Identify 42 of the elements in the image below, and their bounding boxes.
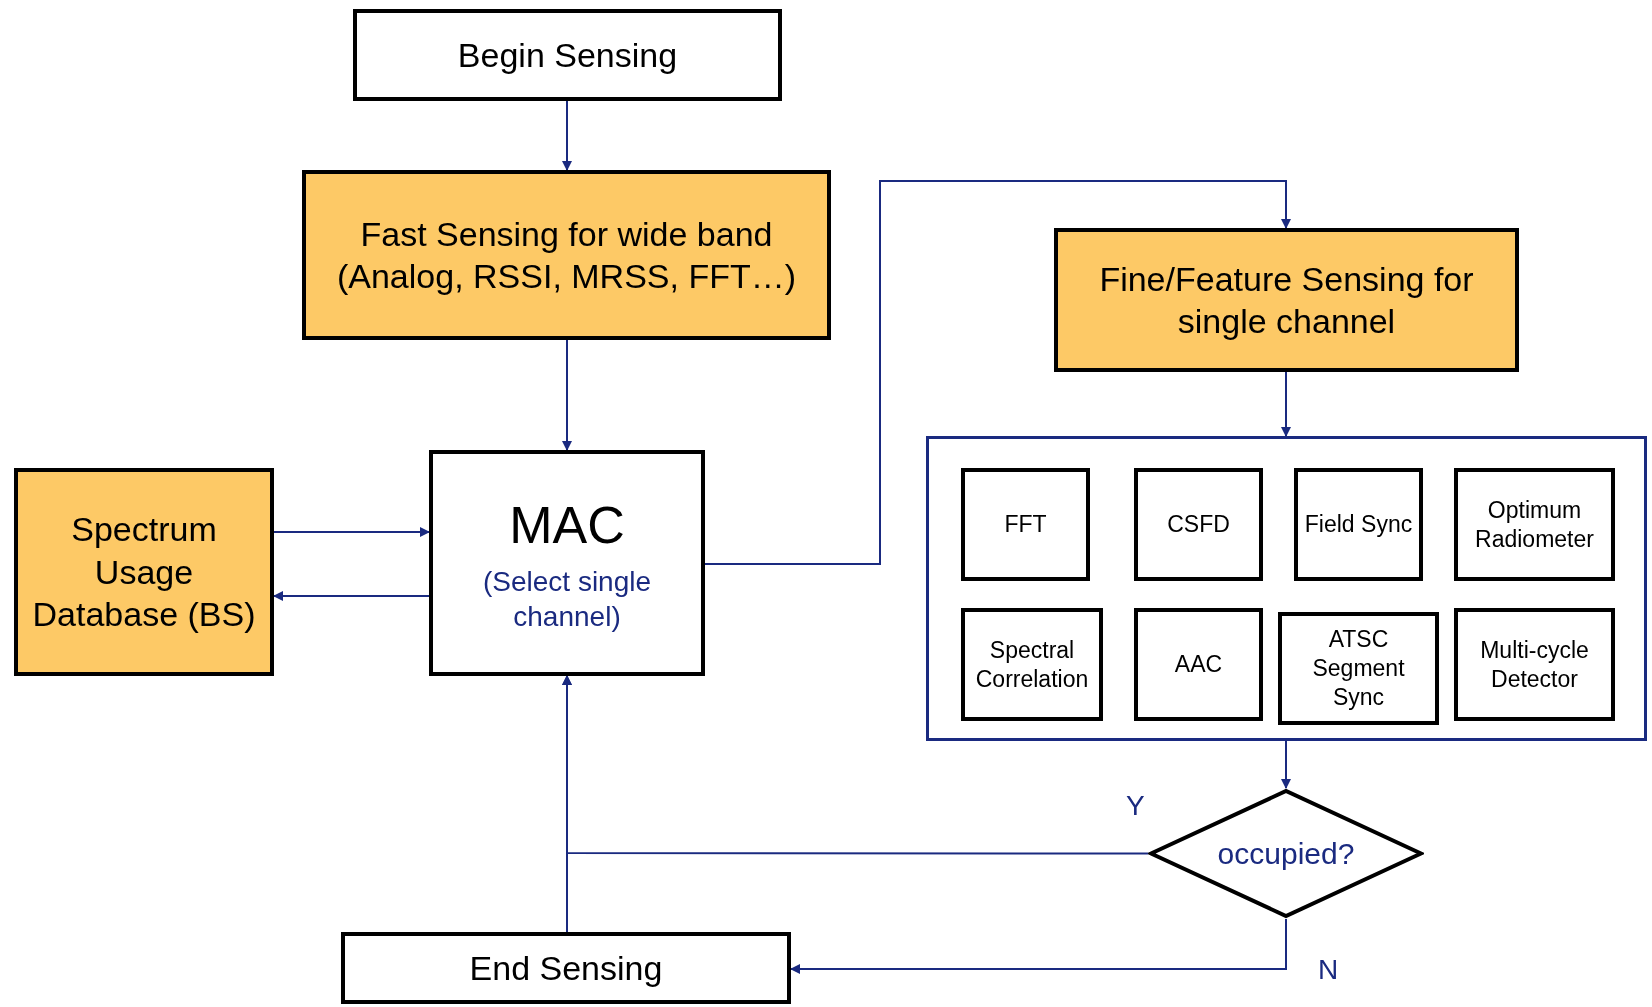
- process-box: [429, 450, 705, 676]
- arrow: [562, 339, 572, 451]
- box-label: MAC: [509, 494, 625, 556]
- box-label: Fine/Feature Sensing for single channel: [1098, 258, 1475, 342]
- arrow: [273, 527, 430, 537]
- process-box: [1454, 608, 1615, 721]
- group-frame: [926, 436, 1647, 741]
- box-label: Field Sync: [1304, 510, 1413, 539]
- process-box: [1278, 612, 1439, 725]
- box-label: End Sensing: [469, 947, 663, 989]
- box-label: Spectrum Usage Database (BS): [31, 509, 257, 636]
- process-box: [341, 932, 791, 1004]
- arrow: [562, 675, 572, 933]
- arrow: [704, 180, 1291, 565]
- subtitle-text: (Select single channel): [481, 564, 653, 634]
- arrow: [790, 918, 1287, 974]
- box-label: CSFD: [1167, 510, 1230, 539]
- box-label: occupied?: [1217, 835, 1355, 872]
- arrow: [562, 100, 572, 171]
- box-label: Begin Sensing: [457, 34, 678, 76]
- process-box: [961, 468, 1090, 581]
- process-box: [302, 170, 831, 340]
- box-label: Optimum Radiometer: [1474, 495, 1595, 554]
- box-label: Fast Sensing for wide band (Analog, RSSI, MRSS, FFT…): [335, 213, 798, 297]
- box-label: ATSC Segment Sync: [1311, 625, 1406, 712]
- box-label: Spectral Correlation: [974, 635, 1090, 694]
- arrow: [1281, 371, 1291, 437]
- process-box: [1054, 228, 1519, 372]
- process-box: [1294, 468, 1423, 581]
- process-box: [14, 468, 274, 676]
- arrow: [1281, 740, 1291, 789]
- process-box: [961, 608, 1103, 721]
- process-box: [353, 9, 782, 101]
- box-label: FFT: [1004, 510, 1047, 539]
- process-box: [1454, 468, 1615, 581]
- box-label: Multi-cycle Detector: [1479, 635, 1590, 694]
- box-label: AAC: [1174, 650, 1223, 679]
- edge-label: N: [1318, 954, 1339, 986]
- process-box: [1134, 468, 1263, 581]
- edge-label: Y: [1126, 790, 1145, 822]
- process-box: [1134, 608, 1263, 721]
- arrow: [273, 591, 430, 601]
